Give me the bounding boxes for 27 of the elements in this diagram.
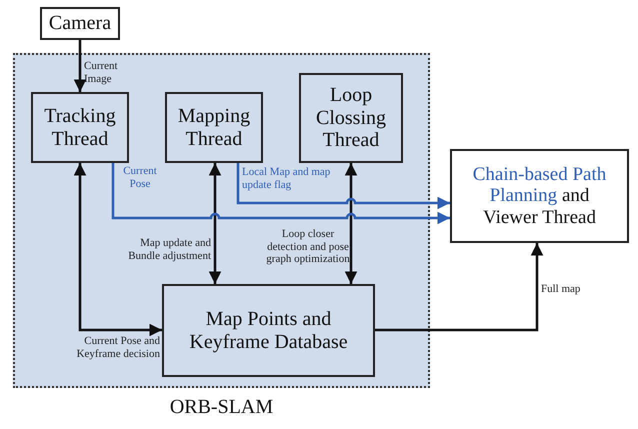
arrow [112, 163, 450, 224]
node-title: Loop Clossing Thread [314, 84, 388, 152]
process-box [299, 73, 403, 163]
process-box [40, 7, 120, 40]
arrow [236, 163, 450, 210]
arrow [74, 163, 162, 336]
region-caption: ORB-SLAM [168, 396, 274, 418]
node-title: Tracking Thread [43, 105, 117, 150]
arrow [344, 163, 358, 284]
edge-label: Full map [541, 283, 582, 296]
node-title: Camera [48, 12, 112, 35]
process-box [31, 92, 129, 163]
arrow [208, 163, 222, 284]
process-box [450, 149, 629, 243]
edge-label: Current Pose [122, 165, 158, 190]
process-box [165, 92, 263, 163]
arrow [375, 243, 544, 332]
edge-label: Current Pose and Keyframe decision [76, 335, 160, 360]
process-box [162, 284, 375, 377]
edge-label: Loop closer detection and pose graph optimization [265, 228, 351, 266]
node-title: Chain-based Path Planning and Viewer Thread [472, 164, 608, 228]
node-title: Map Points and Keyframe Database [188, 308, 349, 353]
node-title: Mapping Thread [176, 105, 252, 150]
edge-label: Local Map and map update flag [242, 166, 332, 192]
edge-label: Map update and Bundle adjustment [128, 237, 211, 262]
arrow [74, 40, 86, 92]
edge-label: Current Image [84, 60, 119, 86]
